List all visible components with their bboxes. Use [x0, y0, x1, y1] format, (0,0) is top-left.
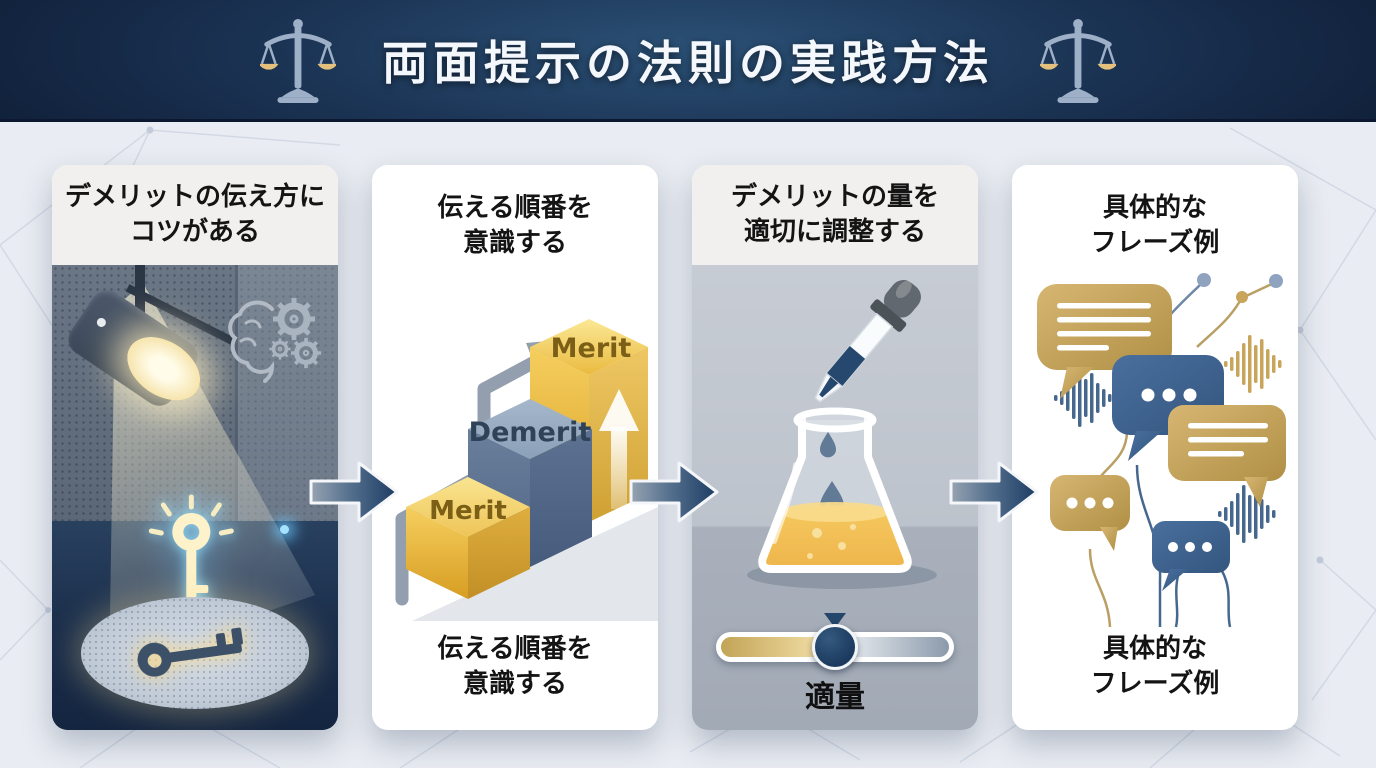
steps-row: デメリットの伝え方に コツがある — [0, 122, 1376, 730]
right-arrow-icon — [309, 461, 399, 523]
card-2-title-line2: 意識する — [462, 228, 567, 259]
glow-dot — [280, 525, 290, 535]
slider-label: 適量 — [805, 680, 865, 715]
right-arrow-icon — [949, 461, 1039, 523]
brain-gears-icon — [227, 297, 321, 383]
card-3-title-band: デメリットの量を 適切に調整する — [692, 165, 978, 265]
block-label-merit-front: Merit — [429, 496, 507, 526]
card-4-title-line1: 具体的な — [1102, 193, 1207, 223]
right-arrow-icon — [629, 461, 719, 523]
amount-slider: 適量 — [692, 613, 978, 716]
card-4-bottom-line1: 具体的な — [1102, 633, 1207, 664]
header: 両面提示の法則の実践方法 — [0, 0, 1376, 122]
block-label-demerit: Demerit — [469, 417, 592, 448]
flask-icon — [758, 407, 912, 573]
sound-wave-icon — [1054, 369, 1112, 427]
block-label-merit-top: Merit — [551, 333, 632, 364]
balance-scale-icon — [260, 18, 336, 103]
card-2-bottom-line1: 伝える順番を — [437, 633, 593, 664]
step-card-3: デメリットの量を 適切に調整する — [692, 165, 978, 730]
card-3-title-line2: 適切に調整する — [743, 217, 926, 247]
card-1-title-band: デメリットの伝え方に コツがある — [52, 165, 338, 265]
card-4-title-line2: フレーズ例 — [1090, 228, 1220, 259]
flow-connector — [629, 165, 719, 730]
up-arrow-icon — [599, 389, 639, 509]
speech-bubble-gold-lines — [1168, 405, 1286, 507]
slider-knob — [812, 624, 858, 670]
speech-bubbles-illustration — [1037, 273, 1286, 628]
dropper-icon — [814, 280, 921, 403]
sound-wave-icon — [1218, 485, 1276, 543]
page-title: 両面提示の法則の実践方法 — [382, 35, 994, 90]
speech-bubble-blue-dots — [1152, 521, 1230, 591]
card-2-bottom-line2: 意識する — [462, 668, 567, 699]
card-1-title-line2: コツがある — [129, 217, 260, 247]
card-3-title-line1: デメリットの量を — [730, 181, 939, 212]
speech-bubble-gold-lines — [1037, 284, 1172, 399]
merit-demerit-steps-illustration: Merit Demerit Merit — [395, 319, 658, 621]
flask-scene — [747, 280, 937, 589]
slider-track — [716, 624, 954, 670]
step-card-1: デメリットの伝え方に コツがある — [52, 165, 338, 730]
step-card-2: 伝える順番を 意識する Merit — [372, 165, 658, 730]
card-1-title-line1: デメリットの伝え方に — [64, 181, 325, 212]
step-card-4: 具体的な フレーズ例 — [1012, 165, 1298, 730]
spotlight-illustration — [52, 265, 338, 730]
floor-spotlight-oval — [80, 597, 310, 710]
sound-wave-icon — [1224, 335, 1282, 393]
flow-connector — [949, 165, 1039, 730]
balance-scale-icon — [1040, 18, 1116, 103]
connector-nodes — [1197, 273, 1283, 303]
flask-illustration: 適量 — [692, 265, 978, 730]
merit-block-front: Merit — [406, 477, 530, 599]
lamp-pivot — [95, 315, 108, 329]
flow-connector — [309, 165, 399, 730]
glowing-key-icon — [148, 494, 234, 611]
card-2-title-line1: 伝える順番を — [437, 193, 593, 223]
floor-key-icon — [137, 627, 243, 677]
card-4-bottom-line2: フレーズ例 — [1090, 668, 1220, 699]
speech-bubble-gold-dots — [1050, 475, 1130, 551]
